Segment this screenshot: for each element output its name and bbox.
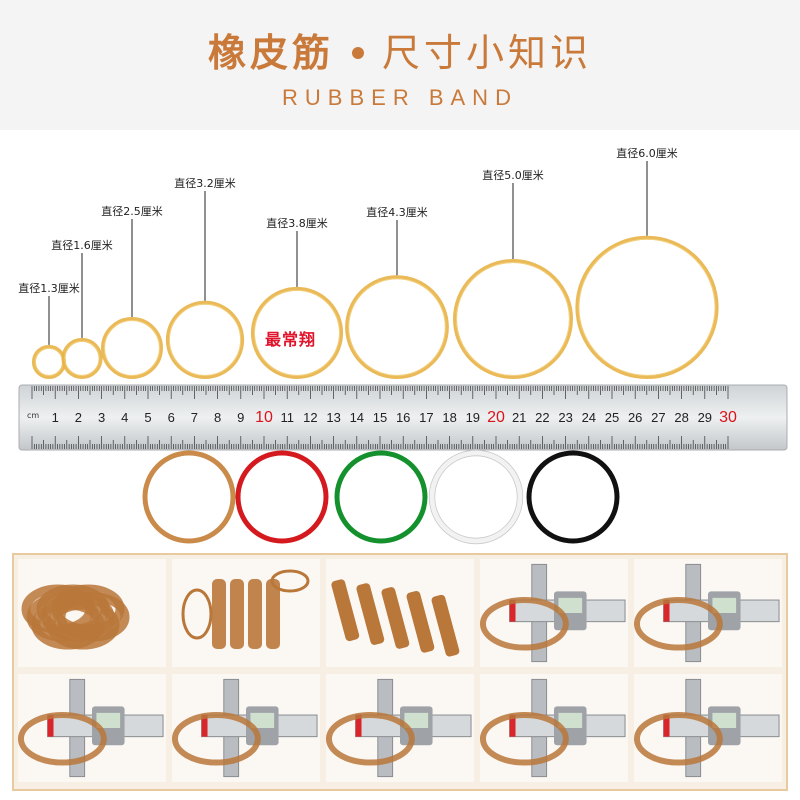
ruler-number: 5 (144, 410, 151, 425)
ruler-number: 3 (98, 410, 105, 425)
ruler-number: 6 (168, 410, 175, 425)
ruler-number: 28 (674, 410, 688, 425)
ruler-number: 21 (512, 410, 526, 425)
rubber-band-ring (165, 300, 245, 380)
product-photo (326, 674, 474, 782)
title-dot-icon (352, 46, 364, 59)
ruler-number: 25 (605, 410, 619, 425)
ruler-number: 9 (237, 410, 244, 425)
ruler-number: 20 (487, 409, 505, 426)
ring-size-label: 直径3.2厘米 (174, 177, 236, 190)
ruler-number: 30 (719, 409, 737, 426)
photo-illustration (480, 563, 626, 663)
rubber-band-ring (61, 337, 103, 380)
header-banner: 橡皮筋 尺寸小知识 RUBBER BAND (0, 0, 800, 130)
watermark-text: 最常翔 (265, 330, 317, 349)
ruler-number: 10 (255, 409, 273, 426)
rubber-band-ring (101, 317, 163, 379)
rubber-band-ring (575, 235, 719, 379)
color-band-ring (334, 450, 428, 544)
color-band-ring (429, 450, 523, 544)
page-subtitle: RUBBER BAND (282, 85, 518, 110)
photo-illustration (634, 678, 780, 778)
title-part2: 尺寸小知识 (382, 31, 593, 75)
photo-illustration (181, 569, 310, 649)
color-band-ring (526, 450, 620, 544)
ring-size-label: 直径1.6厘米 (51, 239, 113, 252)
ruler-number: 2 (75, 410, 82, 425)
ruler-number: 7 (191, 410, 198, 425)
ruler-number: 13 (326, 410, 340, 425)
photo-illustration (480, 678, 626, 778)
rubber-band-ring (453, 259, 573, 379)
photo-illustration (326, 678, 472, 778)
title-part1: 橡皮筋 (207, 31, 334, 75)
ring-size-label: 直径1.3厘米 (18, 282, 80, 295)
ruler-number: 8 (214, 410, 221, 425)
ruler-number: 17 (419, 410, 433, 425)
color-band-ring (235, 450, 329, 544)
ruler-number: 22 (535, 410, 549, 425)
product-photo (634, 674, 782, 782)
product-photo (634, 559, 782, 667)
product-photo (18, 674, 166, 782)
ring-size-label: 直径5.0厘米 (482, 169, 544, 182)
ring-size-label: 直径3.8厘米 (266, 217, 328, 230)
product-photo (172, 559, 320, 667)
photo-gallery (12, 553, 788, 791)
photo-illustration (634, 563, 780, 663)
ruler-number: 26 (628, 410, 642, 425)
ruler-number: 12 (303, 410, 317, 425)
product-photo (172, 674, 320, 782)
ruler-unit-label: cm (27, 411, 39, 420)
ruler-number: 14 (350, 410, 364, 425)
ruler-number: 11 (280, 410, 294, 425)
ring-size-label: 直径4.3厘米 (366, 206, 428, 219)
ruler-number: 4 (121, 410, 128, 425)
product-photo (326, 559, 474, 667)
ruler-number: 27 (651, 410, 665, 425)
ruler-number: 19 (466, 410, 480, 425)
product-photo (18, 559, 166, 667)
product-photo (480, 559, 628, 667)
ruler-number: 1 (52, 410, 59, 425)
page-title: 橡皮筋 尺寸小知识 (0, 22, 800, 77)
ring-size-label: 直径6.0厘米 (616, 147, 678, 160)
product-photo (480, 674, 628, 782)
ruler-number: 15 (373, 410, 387, 425)
photo-illustration (18, 678, 164, 778)
rubber-band-ring (345, 275, 449, 379)
ruler-number: 23 (558, 410, 572, 425)
photo-illustration (21, 584, 130, 650)
color-band-ring (142, 450, 236, 544)
ruler-number: 16 (396, 410, 410, 425)
ruler-number: 29 (698, 410, 712, 425)
ring-size-label: 直径2.5厘米 (101, 205, 163, 218)
rubber-band-ring (31, 344, 67, 379)
photo-illustration (172, 678, 318, 778)
ruler-number: 24 (582, 410, 596, 425)
photo-illustration (331, 579, 460, 657)
ruler-number: 18 (442, 410, 456, 425)
rubber-band-ring (250, 286, 344, 379)
